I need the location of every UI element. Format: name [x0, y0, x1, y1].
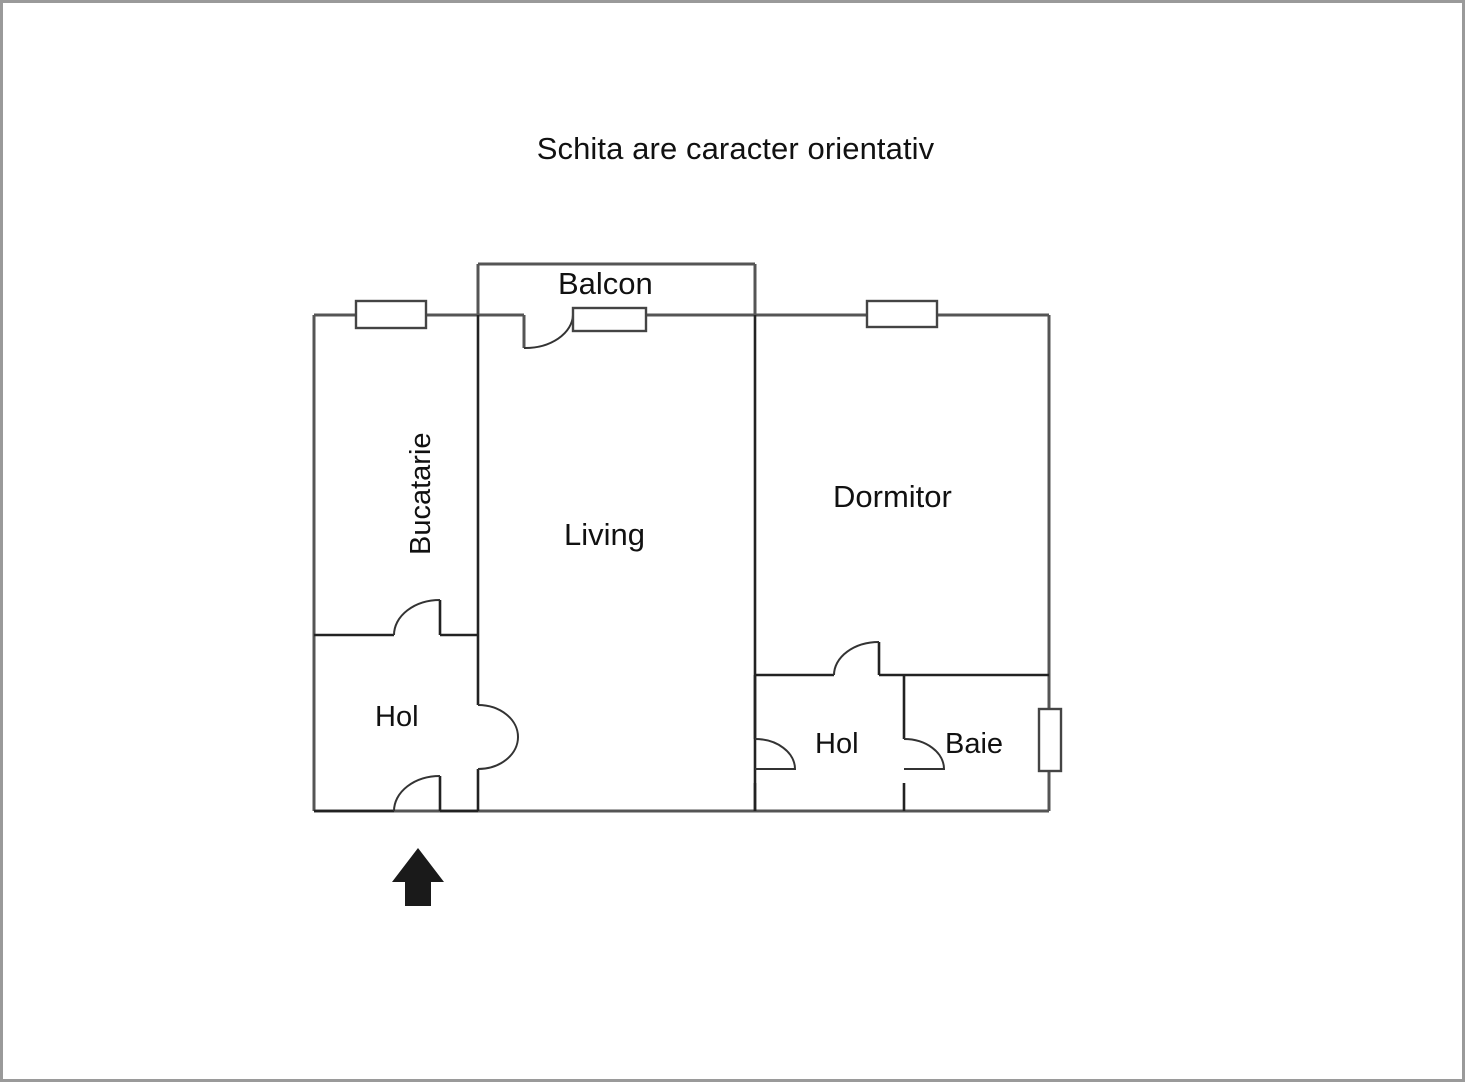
room-label-bucatarie: Bucatarie	[405, 432, 437, 555]
door-entrance-arc	[393, 775, 441, 812]
window-balcon-icon	[571, 306, 648, 333]
exterior-walls	[312, 313, 1051, 813]
room-label-baie: Baie	[945, 728, 1004, 760]
window-baie-icon	[1037, 707, 1063, 773]
door-hol-living-arc	[477, 704, 520, 770]
entrance-arrow	[392, 848, 444, 906]
page-title: Schita are caracter orientativ	[536, 131, 935, 166]
floorplan-drawing	[312, 262, 1063, 906]
room-label-dormitor: Dormitor	[833, 479, 952, 514]
door-balcon-living-arc	[523, 314, 574, 350]
window-dormitor-icon	[865, 299, 939, 329]
door-dormitor-hol-arc	[833, 641, 880, 676]
room-label-living: Living	[564, 517, 645, 552]
entrance-arrow-icon	[392, 848, 444, 906]
room-label-balcon: Balcon	[558, 266, 653, 301]
room-label-hol-left: Hol	[375, 701, 419, 733]
interior-walls	[314, 315, 1049, 813]
door-hol-baie-arc	[903, 738, 946, 770]
windows	[354, 299, 1063, 773]
window-bucatarie-icon	[354, 299, 428, 330]
door-hol-right-west-arc	[754, 738, 797, 770]
room-label-hol-right: Hol	[815, 728, 859, 760]
door-arcs	[393, 314, 946, 812]
door-bucatarie-hol-arc	[393, 599, 441, 636]
balcony-outline	[476, 262, 757, 315]
